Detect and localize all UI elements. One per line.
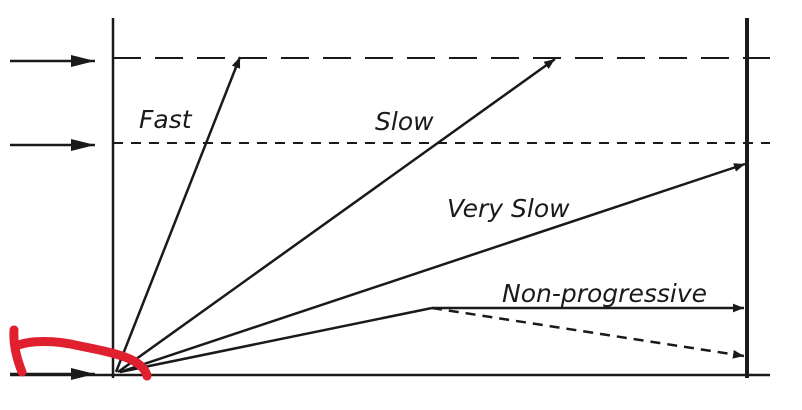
non-progressive-segment [119,306,433,374]
red-marker-stroke [9,325,152,381]
slow-label: Slow [375,107,434,136]
regressive-dashed-arrow [431,306,745,359]
very-slow-arrow [119,162,746,374]
slow-arrow [117,57,556,374]
very-slow-label: Very Slow [447,194,570,223]
non-progressive-label: Non-progressive [502,279,707,308]
fast-arrow [114,56,242,373]
fast-label: Fast [139,105,193,134]
